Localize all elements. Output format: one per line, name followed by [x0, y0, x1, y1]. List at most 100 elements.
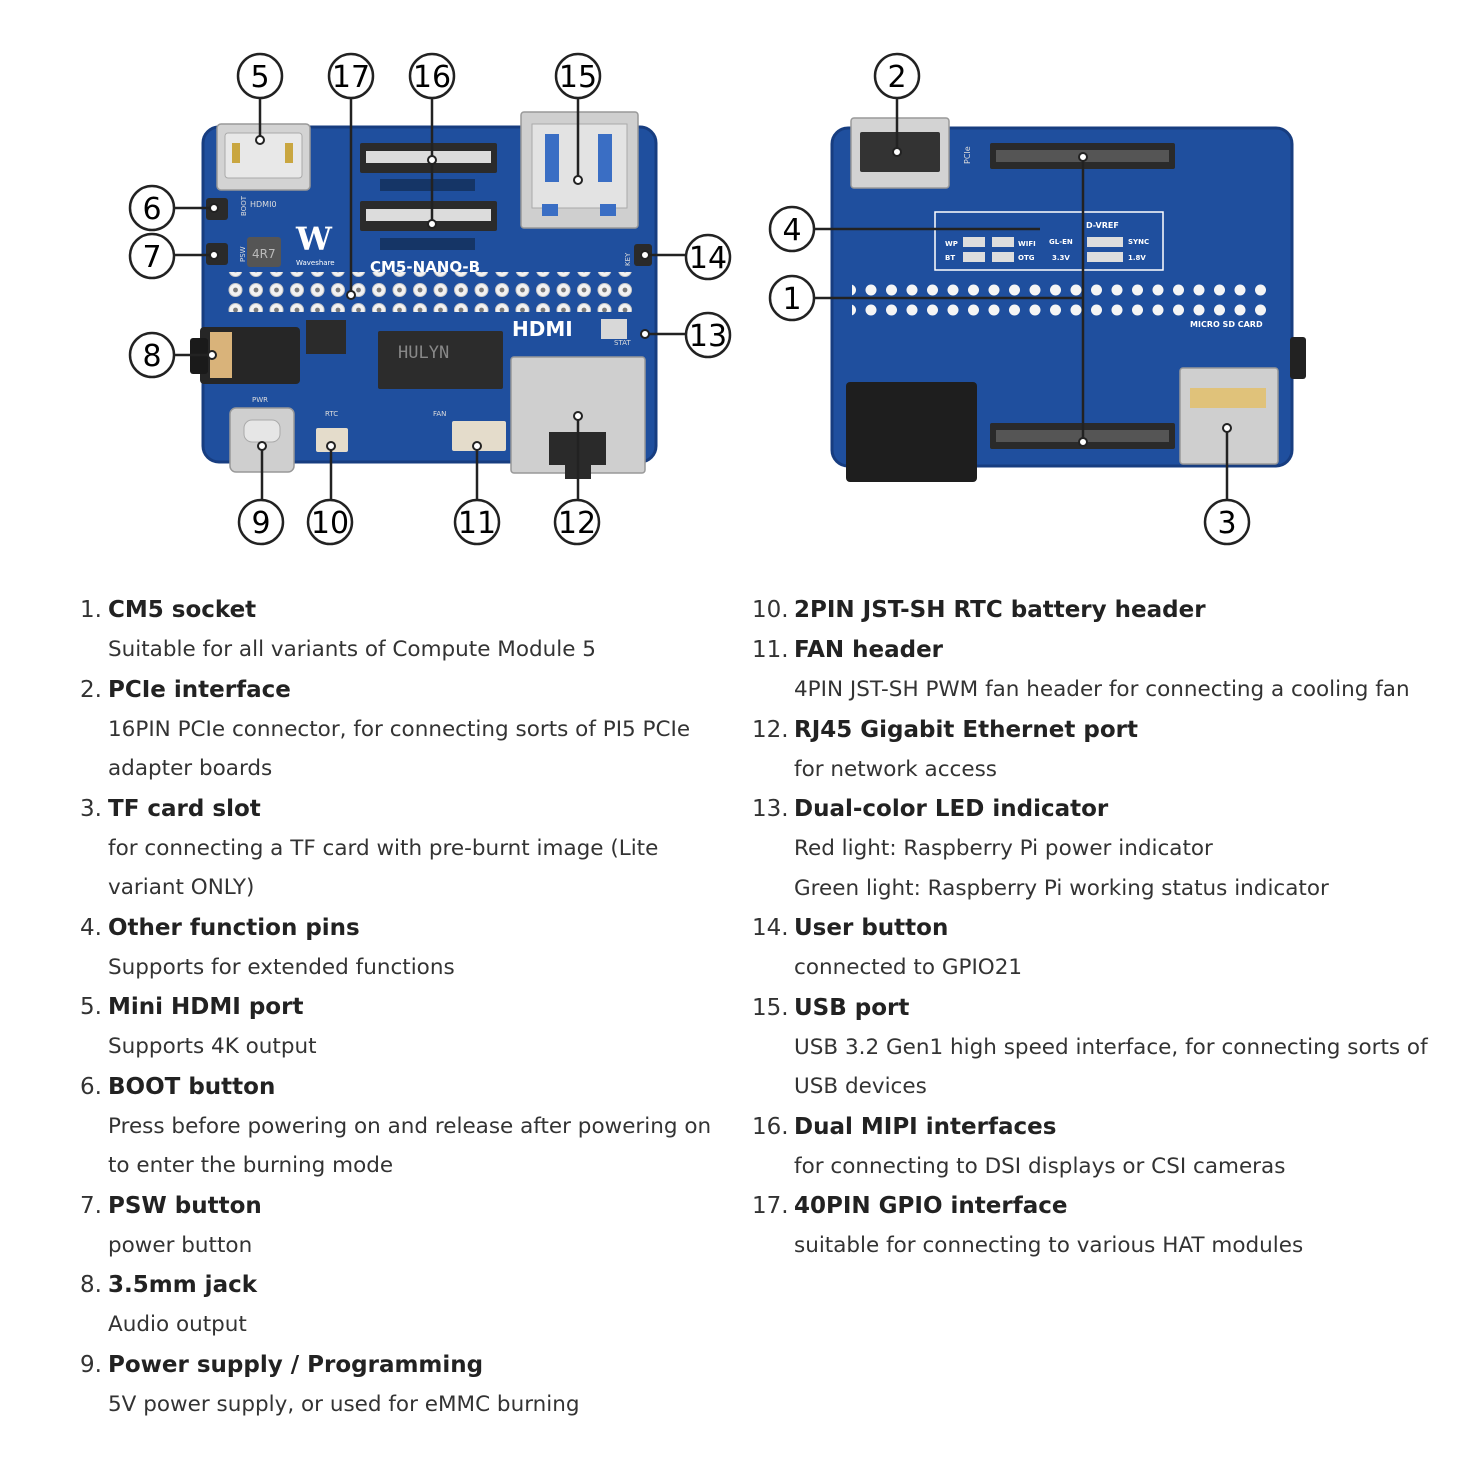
feature-description: Supports 4K output [108, 1034, 317, 1059]
rj45-back [846, 382, 977, 482]
silk-wp: WP [945, 240, 958, 248]
board-model-label: CM5-NANO-B [370, 258, 480, 276]
feature-description: Audio output [108, 1312, 247, 1337]
feature-heading: 3.TF card slot [80, 789, 730, 829]
inductor-label: 4R7 [252, 247, 276, 261]
callout-lines [175, 98, 1229, 500]
svg-text:3: 3 [1217, 506, 1236, 541]
callout-2: 2 [873, 52, 921, 100]
feature-title: Other function pins [108, 914, 360, 941]
feature-item: 2.PCIe interface 16PIN PCIe connector, fo… [80, 670, 730, 789]
svg-text:16: 16 [413, 60, 451, 95]
callout-13: 13 [684, 311, 732, 359]
callout-10: 10 [306, 498, 354, 546]
feature-item: 3.TF card slot for connecting a TF card w… [80, 789, 730, 908]
feature-heading: 12.RJ45 Gigabit Ethernet port [752, 710, 1452, 750]
feature-description: power button [108, 1232, 253, 1258]
svg-text:5: 5 [250, 60, 269, 95]
feature-number: 5. [80, 994, 102, 1020]
feature-heading: 14.User button [752, 908, 1452, 948]
feature-description: Press before powering on and release aft… [108, 1113, 712, 1179]
tf-card-slot [1179, 367, 1279, 465]
feature-description: Supports for extended functions [108, 954, 455, 980]
feature-description: for connecting to DSI displays or CSI ca… [794, 1153, 1286, 1179]
mipi-connectors [360, 143, 497, 250]
side-jack [1290, 337, 1306, 379]
feature-title: FAN header [794, 637, 944, 663]
silk-pwr: PWR [252, 396, 268, 404]
feature-title: 2PIN JST-SH RTC battery header [794, 597, 1206, 623]
feature-number: 16. [752, 1113, 789, 1140]
ethernet-transformer-chip: HULYN [378, 331, 503, 389]
feature-description: for connecting a TF card with pre-burnt … [108, 835, 659, 901]
feature-title: 3.5mm jack [108, 1272, 258, 1298]
feature-number: 11. [752, 637, 789, 663]
callout-9: 9 [237, 498, 285, 546]
feature-description: for network access [794, 756, 997, 782]
feature-title: TF card slot [108, 795, 261, 822]
feature-number: 8. [80, 1272, 102, 1298]
feature-title: User button [794, 915, 949, 941]
callout-17: 17 [327, 52, 375, 100]
feature-description: USB 3.2 Gen1 high speed interface, for c… [794, 1034, 1428, 1100]
svg-text:2: 2 [887, 60, 906, 95]
feature-number: 2. [80, 676, 102, 703]
feature-number: 12. [752, 716, 789, 743]
feature-heading: 9.Power supply / Programming [80, 1345, 730, 1385]
callout-16: 16 [408, 52, 456, 100]
feature-title: Dual MIPI interfaces [794, 1113, 1057, 1140]
svg-text:17: 17 [332, 60, 370, 95]
feature-heading: 5.Mini HDMI port [80, 987, 730, 1027]
svg-text:11: 11 [458, 506, 496, 541]
callout-4: 4 [768, 205, 816, 253]
silk-bt: BT [945, 254, 955, 262]
feature-heading: 2.PCIe interface [80, 670, 730, 710]
callout-15: 15 [554, 52, 602, 100]
waveshare-logo: W [295, 220, 333, 258]
feature-number: 4. [80, 914, 102, 941]
feature-title: PCIe interface [108, 676, 291, 703]
small-ic [306, 320, 346, 354]
board-back: PCIe D-VREF WP BT WIFI OTG GL-EN 3.3V SY… [830, 117, 1306, 482]
feature-number: 13. [752, 796, 789, 822]
silk-18v: 1.8V [1128, 254, 1146, 262]
feature-heading: 11.FAN header [752, 630, 1452, 670]
feature-description: Red light: Raspberry Pi power indicator [794, 836, 1213, 861]
function-pins-area: D-VREF WP BT WIFI OTG GL-EN 3.3V SYNC 1.… [934, 211, 1164, 271]
feature-description: Suitable for all variants of Compute Mod… [108, 637, 596, 662]
feature-item: 16.Dual MIPI interfaces for connecting to… [752, 1107, 1452, 1187]
callout-1: 1 [768, 274, 816, 322]
silk-micro-sd: MICRO SD CARD [1190, 320, 1263, 329]
board-front: HDMI0 BOOT PSW 4R7 W Waveshare CM5-NANO-… [190, 111, 658, 479]
feature-title: PSW button [108, 1192, 262, 1219]
fan-header [452, 421, 506, 451]
brand-text: Waveshare [296, 259, 335, 267]
callout-5: 5 [236, 52, 284, 100]
feature-description: 16PIN PCIe connector, for connecting sor… [108, 716, 691, 782]
callout-12: 12 [553, 498, 601, 546]
feature-title: USB port [794, 994, 910, 1021]
feature-description: suitable for connecting to various HAT m… [794, 1233, 1304, 1258]
callout-3: 3 [1203, 498, 1251, 546]
feature-heading: 8.3.5mm jack [80, 1265, 730, 1305]
hdmi-logo: HDMI [512, 317, 573, 341]
feature-title: CM5 socket [108, 597, 257, 623]
feature-title: Mini HDMI port [108, 994, 304, 1020]
feature-number: 14. [752, 915, 789, 941]
silk-sync: SYNC [1128, 238, 1149, 246]
feature-number: 17. [752, 1193, 789, 1219]
feature-number: 15. [752, 994, 789, 1021]
callout-dots [207, 135, 1232, 451]
callout-6: 6 [128, 184, 176, 232]
silk-key: KEY [624, 252, 632, 266]
gpio-header [222, 272, 635, 312]
silk-psw: PSW [239, 246, 247, 262]
callout-14: 14 [684, 233, 732, 281]
